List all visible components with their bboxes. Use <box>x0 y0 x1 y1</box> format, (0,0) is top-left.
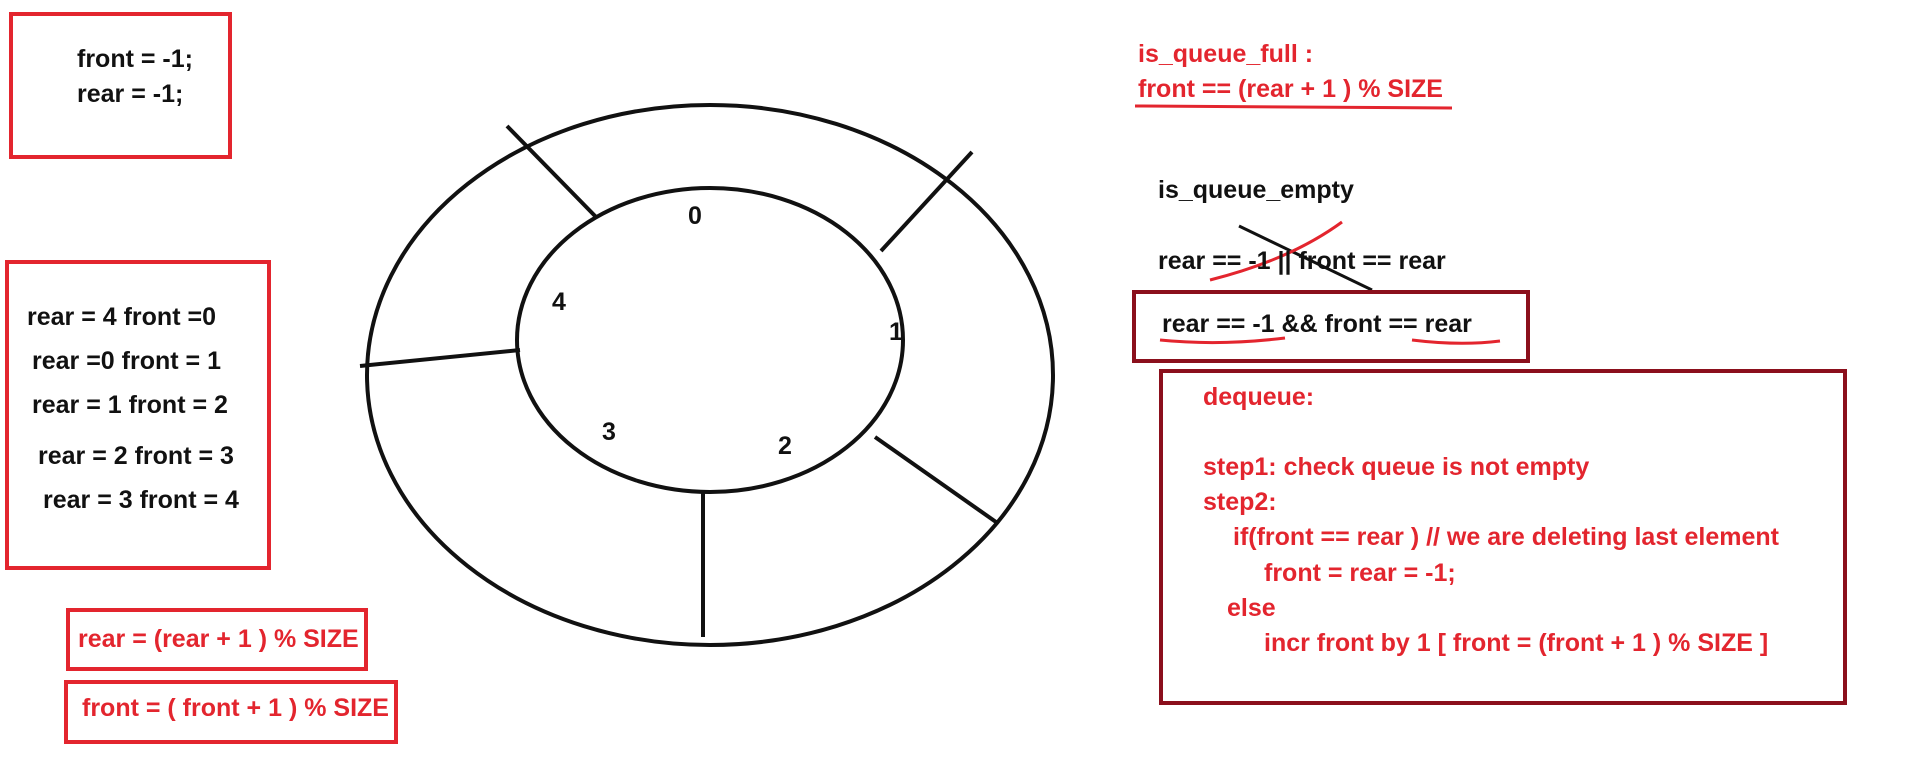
slot-label-1: 1 <box>889 318 903 346</box>
front-update-formula: front = ( front + 1 ) % SIZE <box>82 694 389 722</box>
dequeue-step2: step2: <box>1203 488 1277 516</box>
trace-box <box>5 260 271 570</box>
slot-label-2: 2 <box>778 432 792 460</box>
dequeue-if-line: if(front == rear ) // we are deleting la… <box>1233 523 1779 551</box>
empty-check-label: is_queue_empty <box>1158 176 1354 204</box>
empty-condition-box <box>1132 290 1530 363</box>
dequeue-step1: step1: check queue is not empty <box>1203 453 1590 481</box>
full-check-label: is_queue_full : <box>1138 40 1314 68</box>
dequeue-else-line: else <box>1227 594 1276 622</box>
rear-update-box <box>66 608 368 671</box>
strike-mark <box>1209 220 1343 282</box>
empty-check-struck-condition: rear == -1 || front == rear <box>1158 247 1446 275</box>
init-box <box>9 12 232 159</box>
dequeue-box <box>1159 369 1847 705</box>
trace-line: rear = 4 front =0 <box>27 303 216 331</box>
slot-divider <box>359 348 521 368</box>
full-check-condition: front == (rear + 1 ) % SIZE <box>1138 75 1443 103</box>
init-rear-line: rear = -1; <box>77 80 184 108</box>
dequeue-incr-line: incr front by 1 [ front = (front + 1 ) %… <box>1264 629 1769 657</box>
trace-line: rear = 1 front = 2 <box>32 391 228 419</box>
slot-divider <box>879 150 974 253</box>
full-condition-underline <box>1134 104 1453 110</box>
dequeue-title: dequeue: <box>1203 383 1315 411</box>
outer-ring <box>365 103 1055 647</box>
trace-line: rear =0 front = 1 <box>32 347 221 375</box>
strike-mark <box>1238 224 1373 292</box>
inner-ring <box>515 186 905 494</box>
slot-label-4: 4 <box>552 288 566 316</box>
empty-condition-underline <box>1159 336 1501 345</box>
front-update-box <box>64 680 398 744</box>
init-front-line: front = -1; <box>77 45 193 73</box>
slot-divider <box>505 124 599 220</box>
trace-line: rear = 3 front = 4 <box>43 486 239 514</box>
empty-check-condition: rear == -1 && front == rear <box>1162 310 1472 338</box>
slot-label-0: 0 <box>688 202 702 230</box>
slot-divider <box>873 435 998 524</box>
rear-update-formula: rear = (rear + 1 ) % SIZE <box>78 625 359 653</box>
trace-line: rear = 2 front = 3 <box>38 442 234 470</box>
slot-label-3: 3 <box>602 418 616 446</box>
dequeue-reset-line: front = rear = -1; <box>1264 559 1456 587</box>
